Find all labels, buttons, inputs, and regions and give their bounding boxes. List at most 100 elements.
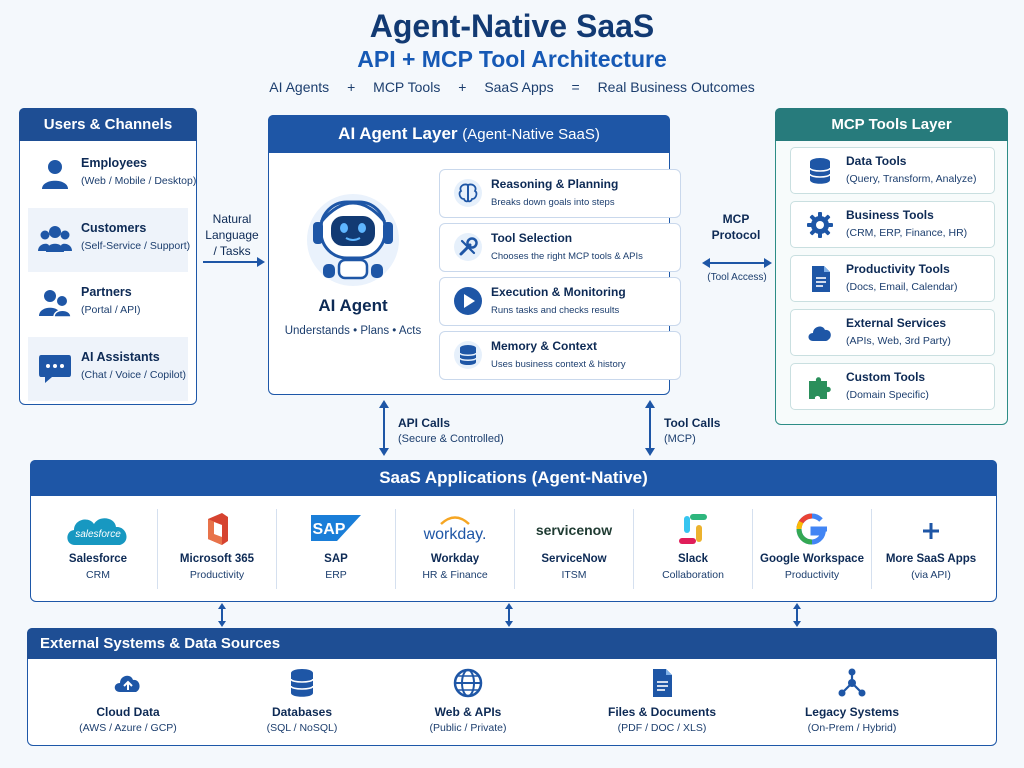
capability-label: Reasoning & Planning <box>491 177 619 191</box>
source-label: Web & APIs <box>434 705 502 719</box>
source-sub: (AWS / Azure / GCP) <box>79 722 177 734</box>
mcp-tools-panel: MCP Tools Layer Data Tools (Query, Trans… <box>775 108 1008 425</box>
source-label: Files & Documents <box>607 705 717 719</box>
app-divider <box>752 509 753 589</box>
source-web-apis: Web & APIs (Public / Private) <box>403 667 533 739</box>
capability-reasoning-planning: Reasoning & Planning Breaks down goals i… <box>439 169 681 218</box>
capability-label: Tool Selection <box>491 231 573 245</box>
plus-icon <box>923 523 939 539</box>
app-label: More SaaS Apps <box>885 553 977 565</box>
mcp-tools-title: MCP Tools Layer <box>775 108 1008 141</box>
agent-name: AI Agent <box>318 296 388 315</box>
app-label: Google Workspace <box>760 553 864 565</box>
arrow-bidirectional-icon <box>702 258 772 268</box>
database-icon <box>454 341 482 369</box>
partners-icon <box>39 290 72 318</box>
flow-line: Natural <box>212 212 252 226</box>
tool-sub: (Query, Transform, Analyze) <box>846 173 977 185</box>
flow-line: Tool Calls <box>664 416 721 430</box>
arrow-right-icon <box>203 257 265 267</box>
tool-sub: (Domain Specific) <box>846 389 929 401</box>
capability-label: Memory & Context <box>491 339 598 353</box>
source-files-documents: Files & Documents (PDF / DOC / XLS) <box>597 667 727 739</box>
flow-line: / Tasks <box>213 244 251 258</box>
user-row-label: Partners <box>81 285 132 299</box>
flow-line: (Tool Access) <box>707 272 767 283</box>
flow-line: MCP <box>722 212 750 226</box>
app-divider <box>157 509 158 589</box>
wrench-icon <box>454 233 482 261</box>
app-microsoft-365: Microsoft 365 Productivity <box>158 509 276 589</box>
servicenow-logo: servicenow <box>536 522 612 538</box>
app-sub: CRM <box>86 569 110 581</box>
equation-term: Real Business Outcomes <box>597 79 755 95</box>
equation-operator: + <box>458 79 467 95</box>
flow-line: Protocol <box>711 228 761 242</box>
capability-label: Execution & Monitoring <box>491 285 626 299</box>
app-divider <box>871 509 872 589</box>
saas-applications-panel: SaaS Applications (Agent-Native) salesfo… <box>30 460 997 602</box>
source-cloud-data: Cloud Data (AWS / Azure / GCP) <box>63 667 193 739</box>
tool-label: Business Tools <box>846 208 934 222</box>
equation-operator: + <box>347 79 356 95</box>
equation-term: AI Agents <box>269 79 330 95</box>
tool-business: Business Tools (CRM, ERP, Finance, HR) <box>790 201 995 248</box>
app-slack: Slack Collaboration <box>634 509 752 589</box>
chat-bubble-icon <box>39 355 71 383</box>
app-label: ServiceNow <box>541 553 607 565</box>
user-row-partners: Partners (Portal / API) <box>28 272 188 336</box>
app-label: Workday <box>430 553 480 565</box>
tool-calls-label: Tool Calls (MCP) <box>664 415 744 447</box>
app-google-workspace: Google Workspace Productivity <box>753 509 871 589</box>
source-legacy-systems: Legacy Systems (On-Prem / Hybrid) <box>787 667 917 739</box>
app-sub: ERP <box>325 569 347 581</box>
gear-icon <box>807 212 833 238</box>
diagram-subtitle: API + MCP Tool Architecture <box>357 46 667 72</box>
user-row-employees: Employees (Web / Mobile / Desktop) <box>28 143 196 207</box>
user-row-sub: (Self-Service / Support) <box>81 240 191 252</box>
google-logo <box>796 513 827 545</box>
file-icon <box>653 669 672 697</box>
group-icon <box>38 226 72 252</box>
tool-label: Custom Tools <box>846 370 926 384</box>
app-sub: Productivity <box>784 569 840 581</box>
user-row-sub: (Portal / API) <box>81 304 141 316</box>
user-row-ai-assistants: AI Assistants (Chat / Voice / Copilot) <box>28 337 188 401</box>
arrow-vertical-icon <box>379 400 389 456</box>
source-label: Cloud Data <box>96 705 160 719</box>
capability-sub: Chooses the right MCP tools & APIs <box>491 251 643 262</box>
network-icon <box>838 668 866 697</box>
natural-language-label: Natural Language / Tasks <box>201 211 263 259</box>
tool-custom: Custom Tools (Domain Specific) <box>790 363 995 410</box>
app-divider <box>395 509 396 589</box>
tool-data: Data Tools (Query, Transform, Analyze) <box>790 147 995 194</box>
users-channels-panel: Users & Channels Employees (Web / Mobile… <box>19 108 197 405</box>
app-sub: ITSM <box>561 569 587 581</box>
sap-logo-text: SAP <box>313 521 346 538</box>
tool-sub: (APIs, Web, 3rd Party) <box>846 335 951 347</box>
app-label: SAP <box>324 553 348 565</box>
flow-line: API Calls <box>398 416 451 430</box>
puzzle-icon <box>809 377 831 399</box>
arrow-vertical-icon <box>645 400 655 456</box>
app-sap: SAP SAP ERP <box>277 509 395 589</box>
ai-agent-layer-panel: AI Agent Layer (Agent-Native SaaS) AI Ag… <box>268 115 681 395</box>
source-label: Legacy Systems <box>804 705 900 719</box>
tool-productivity: Productivity Tools (Docs, Email, Calenda… <box>790 255 995 302</box>
tool-external-services: External Services (APIs, Web, 3rd Party) <box>790 309 995 356</box>
equation-term: SaaS Apps <box>484 79 554 95</box>
capability-execution-monitoring: Execution & Monitoring Runs tasks and ch… <box>439 277 681 326</box>
person-icon <box>42 160 68 189</box>
user-row-label: Customers <box>81 221 147 235</box>
database-icon <box>809 158 831 184</box>
user-row-label: AI Assistants <box>81 350 160 364</box>
cloud-icon <box>808 326 831 341</box>
salesforce-logo-text: salesforce <box>75 529 121 540</box>
tool-label: External Services <box>846 316 947 330</box>
play-icon <box>454 287 482 315</box>
capability-sub: Breaks down goals into steps <box>491 197 615 208</box>
ai-agent-layer-title-main: AI Agent Layer <box>338 124 458 143</box>
app-salesforce: salesforce Salesforce CRM <box>39 509 157 589</box>
user-row-customers: Customers (Self-Service / Support) <box>28 208 191 272</box>
source-sub: (Public / Private) <box>429 722 507 734</box>
